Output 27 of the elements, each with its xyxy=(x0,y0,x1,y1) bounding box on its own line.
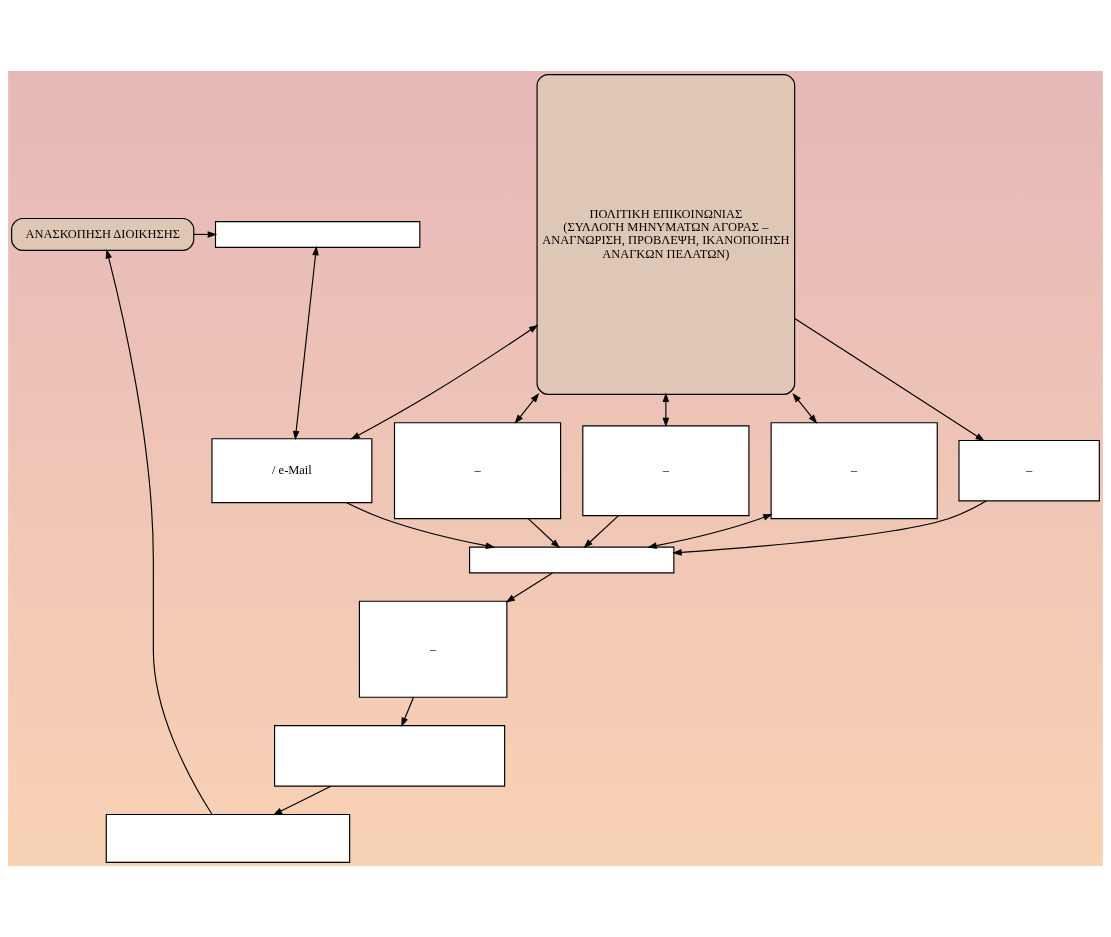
node-box: / e-Mail xyxy=(211,438,373,504)
node-box: ΑΝΑΣΚΟΠΗΣΗ ΔΙΟΙΚΗΣΗΣ xyxy=(11,217,195,251)
node-box xyxy=(469,546,675,574)
arrow xyxy=(792,393,818,424)
arrow xyxy=(401,696,415,728)
arrow xyxy=(350,324,539,440)
node-box xyxy=(214,221,421,248)
node-box: – xyxy=(393,422,562,520)
arrow xyxy=(583,515,620,549)
arrow xyxy=(672,500,987,556)
arrow xyxy=(346,502,496,549)
arrow xyxy=(662,392,670,428)
node-box xyxy=(105,813,351,864)
arrow xyxy=(105,249,213,815)
node-box: – xyxy=(582,425,750,517)
node-box: – xyxy=(958,439,1100,502)
node-box xyxy=(274,725,506,787)
arrow xyxy=(292,245,319,441)
node-box: – xyxy=(358,600,508,698)
arrow xyxy=(794,317,985,442)
arrow xyxy=(272,785,332,816)
node-box: – xyxy=(770,422,938,520)
arrow xyxy=(514,393,540,424)
node-box: ΠΟΛΙΤΙΚΗ ΕΠΙΚΟΙΝΩΝΙΑΣ (ΣΥΛΛΟΓΗ ΜΗΝΥΜΑΤΩΝ ΑΓΟΡΑΣ – ΑΝΑΓΝΩΡΙΣΗ, ΠΡΟΒΛΕΨΗ, ΙΚΑΝΟΠΟΙΗΣΗ ΑΝΑΓΚΩΝ ΠΕΛΑΤΩΝ) xyxy=(536,73,796,395)
arrow xyxy=(505,572,553,603)
arrow xyxy=(647,513,773,549)
arrow xyxy=(527,518,561,549)
